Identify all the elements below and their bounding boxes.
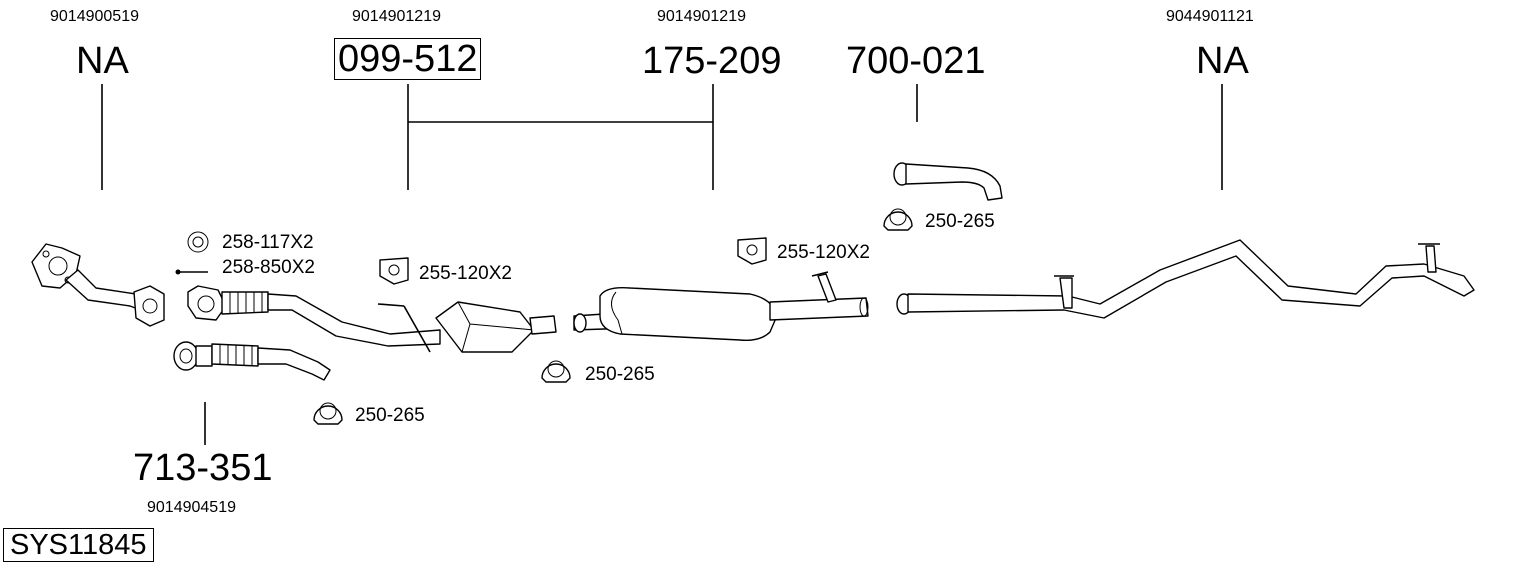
- mount-icon-left: [379, 257, 409, 285]
- mount-hole-right: [746, 244, 758, 256]
- fitting-mount-right-label[interactable]: 255-120X2: [777, 242, 870, 263]
- catalytic-converter-part: [187, 285, 557, 353]
- part-number-na-right: NA: [1196, 40, 1249, 82]
- leader-lines: [101, 84, 1223, 445]
- clamp-icon-middle: [541, 360, 571, 383]
- fitting-clamp-lower-left-label[interactable]: 250-265: [355, 405, 425, 426]
- part-number-700-021[interactable]: 700-021: [846, 40, 986, 82]
- part-number-713-351[interactable]: 713-351: [133, 447, 273, 489]
- mount-icon-right: [737, 237, 767, 265]
- oem-number-713-351: 9014904519: [147, 499, 236, 516]
- part-number-175-209[interactable]: 175-209: [642, 40, 782, 82]
- oem-number-099-512: 9014901219: [352, 8, 441, 25]
- part-number-na-left: NA: [76, 40, 129, 82]
- oem-number-na-left: 9014900519: [50, 8, 139, 25]
- oem-number-175-209: 9014901219: [657, 8, 746, 25]
- fitting-gasket-label[interactable]: 258-117X2: [222, 232, 314, 253]
- clamp-icon-lower-left: [313, 402, 343, 425]
- part-number-099-512[interactable]: 099-512: [334, 38, 482, 80]
- front-pipe-part: [31, 243, 165, 327]
- oem-number-na-right: 9044901121: [1166, 8, 1254, 25]
- gasket-inner-icon: [192, 236, 204, 248]
- clamp-icon-top-right: [883, 208, 913, 231]
- fitting-bolt-label[interactable]: 258-850X2: [222, 257, 315, 278]
- bolt-icon: [175, 269, 208, 275]
- rear-pipe-part: [896, 239, 1475, 319]
- intermediate-pipe-part: [173, 341, 331, 381]
- mount-hole-left: [388, 264, 400, 276]
- fitting-mount-left-label[interactable]: 255-120X2: [419, 263, 512, 284]
- tailpipe-part: [893, 162, 1003, 201]
- fitting-clamp-top-right-label[interactable]: 250-265: [925, 211, 995, 232]
- gasket-icon: [187, 231, 209, 253]
- muffler-part: [573, 271, 869, 342]
- system-id-box: SYS11845: [3, 528, 154, 562]
- fitting-clamp-middle-label[interactable]: 250-265: [585, 364, 655, 385]
